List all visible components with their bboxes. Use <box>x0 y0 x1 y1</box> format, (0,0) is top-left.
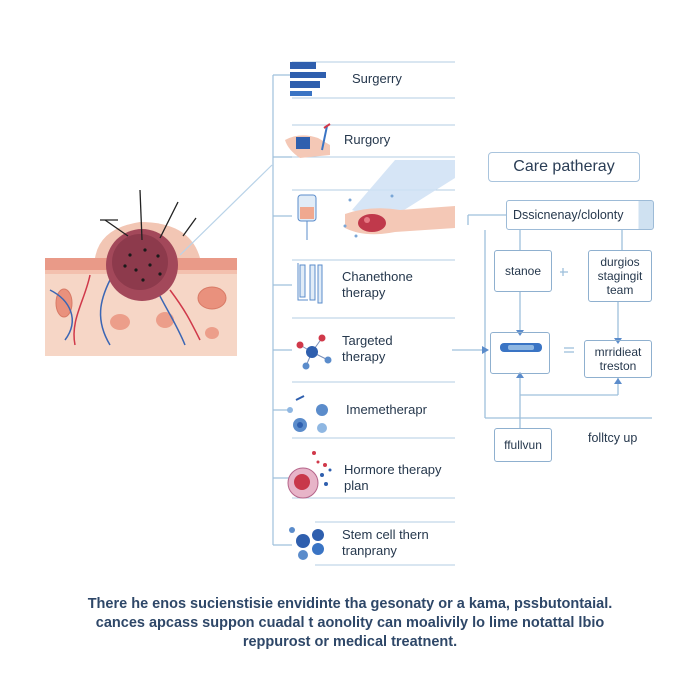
treatment-label-immunotherapy: Imemetherapr <box>346 402 427 417</box>
treatment-label-targeted: Targeted therapy <box>342 333 393 364</box>
treatment-separators <box>292 61 455 566</box>
caption-line-1: There he enos sucienstisie envidinte tha… <box>87 596 613 612</box>
surgery-tools-icon <box>290 62 326 96</box>
hormone-cell-icon <box>287 451 332 499</box>
mdt-box: mrridieat treston <box>584 340 652 378</box>
caption-line-3: reppurost or medical treatnent. <box>242 634 458 650</box>
care-pathway-title: Care patheray <box>488 152 640 182</box>
laser-therapy-illustration <box>343 160 455 238</box>
iv-drip-icon <box>297 194 317 240</box>
caption-line-2: cances apcass suppon cuadal t aonolity c… <box>95 615 605 631</box>
pathway-connectors <box>452 214 652 428</box>
tissue-illustration <box>45 189 237 356</box>
treatment-label-surgery: Surgerry <box>352 71 402 86</box>
diagnosis-box: Dssicnenay/clolonty <box>506 200 654 230</box>
treatment-node-box <box>490 332 550 374</box>
pointer-line <box>179 164 273 256</box>
follow-up-box: ffullvun <box>494 428 552 462</box>
syringe-vials-icon <box>297 263 323 304</box>
stem-cells-icon <box>289 527 324 560</box>
staging-box: stanoe <box>494 250 552 292</box>
molecule-icon <box>296 334 332 370</box>
surgical-team-box: durgios stagingit team <box>588 250 652 302</box>
immune-cells-icon <box>287 395 328 433</box>
treatment-label-stem-cell: Stem cell thern tranprany <box>342 527 429 558</box>
treatment-label-chemotherapy: Chanethone therapy <box>342 269 413 300</box>
treatment-label-rurgory: Rurgory <box>344 132 391 147</box>
follow-up-label: folltcy up <box>588 431 638 445</box>
pathway-arrowheads <box>482 330 622 384</box>
treatment-label-hormone: Hormore therapy plan <box>344 462 442 493</box>
hand-surgery-icon <box>285 123 331 158</box>
